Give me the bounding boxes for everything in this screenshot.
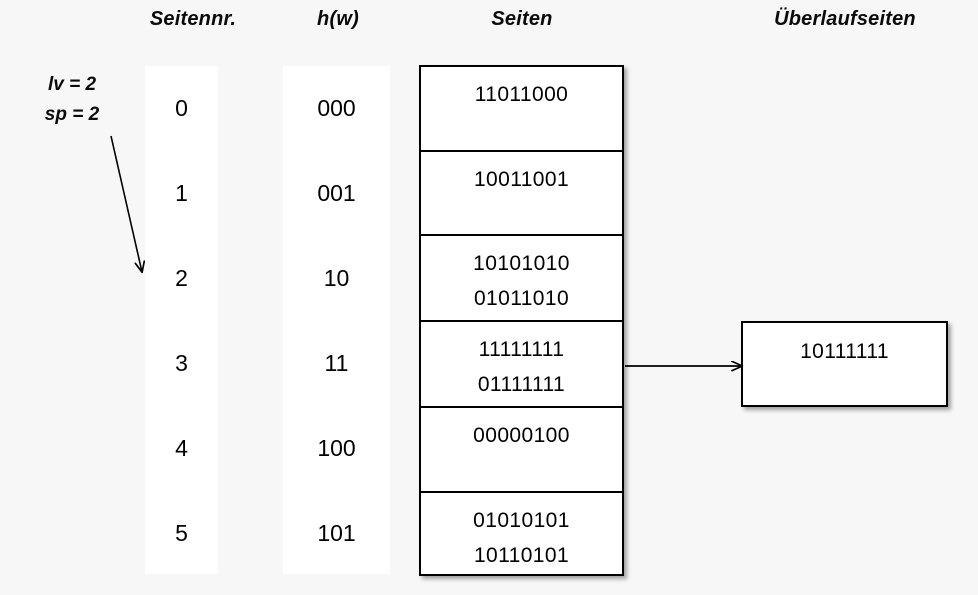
page-record: 10101010 xyxy=(473,252,570,275)
split-pointer-arrow xyxy=(110,135,142,272)
hw-cell: 001 xyxy=(317,180,356,206)
seitennr-cell: 0 xyxy=(175,95,188,121)
column-header-seitennr: Seitennr. xyxy=(149,8,237,30)
parameter-block: lv = 2 sp = 2 xyxy=(14,70,130,130)
parameter-sp: sp = 2 xyxy=(44,104,100,125)
page-record: 10110101 xyxy=(473,544,570,567)
page-record: 01010101 xyxy=(473,509,570,532)
page-bucket-5: 01010101 10110101 xyxy=(421,493,622,578)
hw-cell: 10 xyxy=(323,265,350,291)
page-record: 11111111 xyxy=(478,338,565,361)
page-record: 01011010 xyxy=(473,287,570,310)
column-header-seiten: Seiten xyxy=(491,8,553,30)
column-header-ueberlaufseiten: Überlaufseiten xyxy=(774,8,916,30)
seitennr-cell: 5 xyxy=(175,520,188,546)
page-record: 00000100 xyxy=(473,424,570,447)
seitennr-cell: 1 xyxy=(175,180,188,206)
seitennr-column: 0 1 2 3 4 5 xyxy=(145,66,218,574)
hw-column: 000 001 10 11 100 101 xyxy=(283,66,390,574)
hw-cell: 000 xyxy=(317,95,356,121)
column-header-hw: h(w) xyxy=(317,8,359,30)
seitennr-cell: 2 xyxy=(175,265,188,291)
seitennr-cell: 4 xyxy=(175,435,188,461)
page-record: 10011001 xyxy=(473,168,570,191)
hw-cell: 11 xyxy=(324,350,349,376)
pages-table: 11011000 10011001 10101010 01011010 1111… xyxy=(419,65,624,576)
page-record: 01111111 xyxy=(477,373,566,396)
page-bucket-1: 10011001 xyxy=(421,152,622,236)
page-record: 11011000 xyxy=(474,83,569,106)
page-bucket-4: 00000100 xyxy=(421,408,622,493)
page-bucket-3: 11111111 01111111 xyxy=(421,322,622,408)
hw-cell: 101 xyxy=(317,520,356,546)
overflow-page-box: 10111111 xyxy=(741,321,948,407)
page-bucket-0: 11011000 xyxy=(421,67,622,152)
parameter-lv: lv = 2 xyxy=(47,74,97,95)
page-bucket-2: 10101010 01011010 xyxy=(421,236,622,322)
hw-cell: 100 xyxy=(317,435,356,461)
seitennr-cell: 3 xyxy=(175,350,188,376)
overflow-page-record: 10111111 xyxy=(800,340,889,363)
